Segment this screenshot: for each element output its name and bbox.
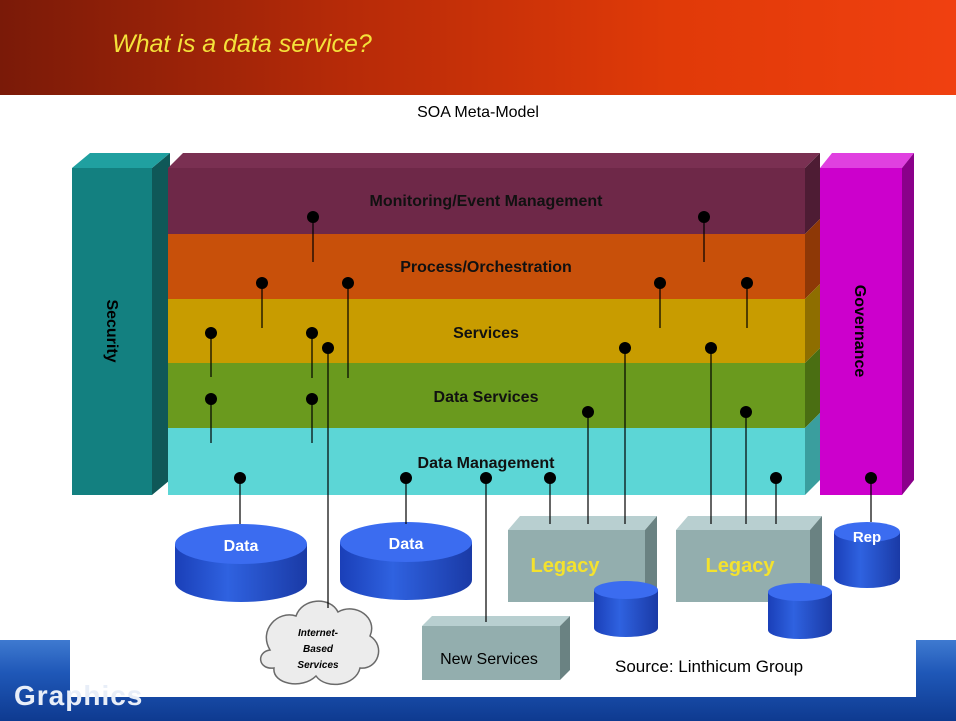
layer-label-services: Services <box>453 325 519 342</box>
layer-data-services <box>168 363 805 428</box>
layer-label-monitoring: Monitoring/Event Management <box>370 193 604 210</box>
layer-label-data-services: Data Services <box>434 389 539 406</box>
layer-monitoring <box>168 168 805 234</box>
layer-process <box>168 234 805 299</box>
layer-stack <box>168 168 805 495</box>
legacy-2-database <box>768 583 832 639</box>
slide-title: What is a data service? <box>112 30 372 58</box>
governance-column: Governance <box>820 153 914 495</box>
connector-lines <box>210 217 872 622</box>
layer-label-process: Process/Orchestration <box>400 259 572 276</box>
layer-services <box>168 299 805 363</box>
layer-side-faces <box>805 153 820 495</box>
legacy-1-database <box>594 581 658 637</box>
cloud-line-1: Internet- <box>298 628 339 639</box>
layer-label-data-management: Data Management <box>418 455 556 472</box>
title-bar <box>0 0 956 95</box>
legacy-1-label: Legacy <box>531 555 601 577</box>
diagram-title: SOA Meta-Model <box>417 104 539 121</box>
connector-dots <box>205 211 877 484</box>
security-column: Security <box>72 153 170 495</box>
data-store-2: Data <box>340 522 472 600</box>
legacy-2-label: Legacy <box>706 555 776 577</box>
cloud-line-2: Based <box>303 644 334 655</box>
repository-label: Rep <box>853 529 881 546</box>
governance-label: Governance <box>851 285 868 378</box>
new-services-label: New Services <box>440 651 538 668</box>
internet-cloud: Internet- Based Services <box>260 600 380 686</box>
security-label: Security <box>103 299 120 362</box>
brand-logo: Graphics <box>14 680 144 711</box>
data-store-1: Data <box>175 524 307 602</box>
source-credit: Source: Linthicum Group <box>615 657 803 676</box>
data-store-2-label: Data <box>389 536 424 553</box>
repository-store: Rep <box>834 522 900 588</box>
legacy-system-2: Legacy <box>676 516 822 602</box>
data-store-1-label: Data <box>224 538 259 555</box>
layer-top-face <box>168 153 820 168</box>
new-services-box: New Services <box>422 616 570 680</box>
cloud-line-3: Services <box>297 660 339 671</box>
